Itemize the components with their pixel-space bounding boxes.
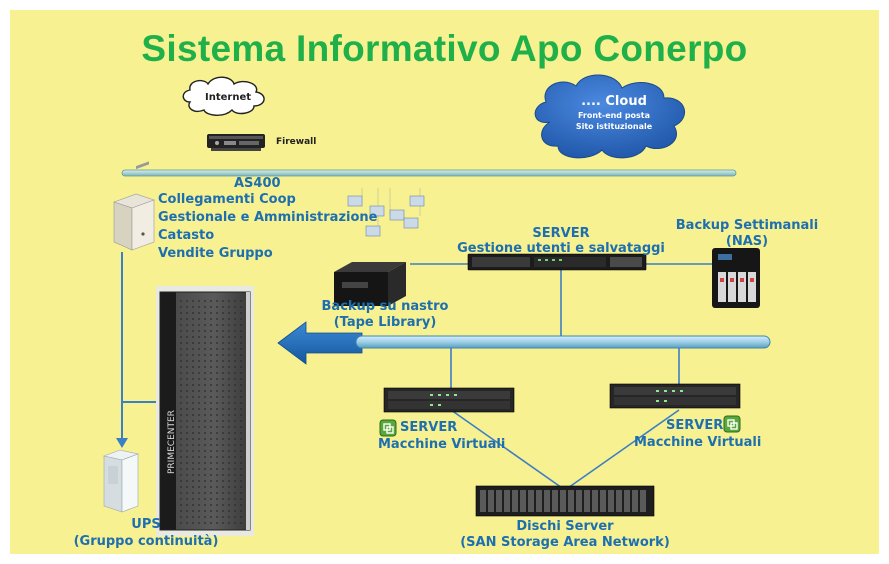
workstations-icon (347, 188, 425, 237)
ups-subtitle: (Gruppo continuità) (73, 534, 219, 549)
internet-label: Internet (205, 92, 252, 103)
vm-right-subtitle: Macchine Virtuali (634, 435, 762, 450)
cloud-line2: Sito istituzionale (575, 122, 653, 131)
cloud-title: .... Cloud (581, 94, 647, 109)
nas-title: Backup Settimanali (675, 218, 819, 233)
rack-brand-label: PRIMECENTER (167, 410, 177, 474)
tape-subtitle: (Tape Library) (333, 315, 437, 330)
storage-title: Dischi Server (516, 519, 614, 534)
nas-subtitle: (NAS) (725, 234, 769, 249)
internet-cloud-icon (182, 76, 265, 116)
management-server-icon (467, 253, 647, 271)
rack-cabinet-icon (156, 286, 254, 536)
vmware-icon-right (723, 415, 741, 433)
server-mgmt-title: SERVER (532, 226, 590, 241)
nas-icon (712, 248, 760, 308)
firewall-icon (207, 134, 265, 151)
tape-title: Backup su nastro (321, 299, 449, 314)
as400-server-icon (113, 161, 155, 251)
lan-backbone (121, 169, 737, 177)
ups-title: UPS (131, 517, 161, 532)
ups-icon (102, 449, 140, 513)
san-storage-icon (475, 485, 655, 517)
diagram-graphics: PRIMECENTER (102, 74, 771, 536)
cloud-line1: Front-end posta (577, 111, 651, 120)
as400-line-4: Vendite Gruppo (158, 246, 273, 261)
firewall-label: Firewall (276, 137, 317, 147)
vm-right-title: SERVER (666, 418, 724, 433)
vmware-icon-left (379, 419, 397, 437)
storage-subtitle: (SAN Storage Area Network) (460, 535, 670, 550)
as400-line-2: Gestionale e Amministrazione (158, 210, 378, 225)
ups-arrowhead (116, 438, 128, 448)
san-bus (355, 335, 771, 349)
cloud-text: .... Cloud Front-end posta Sito istituzi… (566, 94, 662, 132)
server-mgmt-subtitle: Gestione utenti e salvataggi (457, 241, 665, 256)
tape-library-icon (334, 262, 406, 306)
as400-line-1: Collegamenti Coop (158, 192, 296, 207)
vm-left-title: SERVER (400, 420, 458, 435)
diagram-canvas: Sistema Informativo Apo Conerpo (10, 10, 879, 554)
vm-server-right-icon (609, 383, 741, 409)
as400-title: AS400 (234, 176, 281, 191)
cloud-icon (534, 74, 685, 159)
as400-line-3: Catasto (158, 228, 215, 243)
page-title: Sistema Informativo Apo Conerpo (141, 28, 748, 69)
vm-left-subtitle: Macchine Virtuali (378, 437, 506, 452)
vm-server-left-icon (383, 387, 515, 413)
